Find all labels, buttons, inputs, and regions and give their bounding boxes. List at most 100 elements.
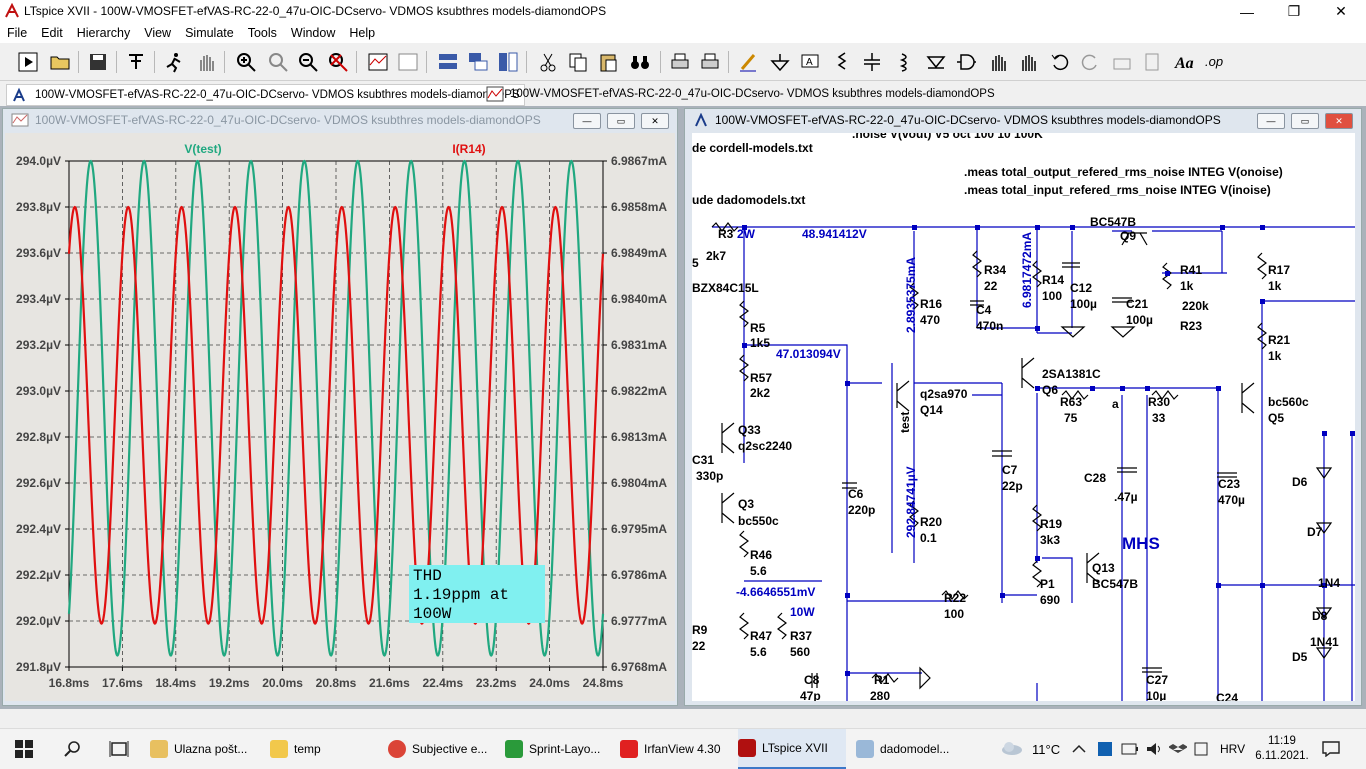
cascade-icon[interactable]: [464, 48, 492, 76]
rotate-icon[interactable]: [1108, 48, 1136, 76]
zoom-fit-icon[interactable]: [324, 48, 352, 76]
zoom-in-icon[interactable]: [232, 48, 260, 76]
component-label: 75: [1064, 411, 1078, 425]
menu-help[interactable]: Help: [349, 26, 376, 40]
redo-icon[interactable]: [1076, 48, 1104, 76]
inductor-icon[interactable]: [890, 48, 918, 76]
weather-widget[interactable]: 11°C: [1000, 729, 1060, 769]
component-label: 470: [920, 313, 941, 327]
menu-window[interactable]: Window: [290, 26, 336, 40]
language-indicator[interactable]: HRV: [1220, 742, 1246, 756]
schematic-maximize-button[interactable]: ▭: [1291, 113, 1319, 129]
battery-icon[interactable]: [1121, 729, 1139, 769]
windows-start-icon[interactable]: [10, 729, 38, 769]
draw-wire-icon[interactable]: [734, 48, 762, 76]
schematic-icon: [11, 87, 27, 103]
zoom-out-icon[interactable]: [294, 48, 322, 76]
copy-icon[interactable]: [564, 48, 592, 76]
drag-hand-icon[interactable]: [1014, 48, 1042, 76]
diode-icon[interactable]: [922, 48, 950, 76]
component-label: R19: [1040, 517, 1063, 531]
task-view-icon[interactable]: [106, 729, 132, 769]
taskbar-item-3[interactable]: Sprint-Layo...: [505, 729, 605, 769]
tab-waveform[interactable]: 100W-VMOSFET-efVAS-RC-22-0_47u-OIC-DCser…: [482, 84, 999, 104]
tray-network-app-icon[interactable]: [1097, 729, 1113, 769]
plot-close-button[interactable]: ✕: [641, 113, 669, 129]
tile-vertical-icon[interactable]: [494, 48, 522, 76]
undo-icon[interactable]: [1046, 48, 1074, 76]
noise-directive-text: .noise V(vout) V5 oct 100 10 100K: [852, 133, 1043, 141]
x-tick-label: 16.8ms: [49, 676, 90, 690]
schematic-drawing[interactable]: [692, 133, 1355, 701]
resistor-icon[interactable]: [828, 48, 856, 76]
menu-view[interactable]: View: [144, 26, 172, 40]
move-hand-icon[interactable]: [984, 48, 1012, 76]
restore-button[interactable]: ❐: [1287, 3, 1301, 19]
schematic-minimize-button[interactable]: —: [1257, 113, 1285, 129]
taskbar-item-1[interactable]: temp: [270, 729, 360, 769]
cut-icon[interactable]: [534, 48, 562, 76]
print-preview-icon[interactable]: [696, 48, 724, 76]
minimize-button[interactable]: —: [1240, 3, 1254, 20]
mirror-icon[interactable]: [1138, 48, 1166, 76]
y-right-tick-label: 6.9795mA: [611, 522, 667, 536]
component-label: Q33: [738, 423, 761, 437]
paste-icon[interactable]: [594, 48, 622, 76]
halt-hand-icon[interactable]: [192, 48, 220, 76]
plot-minimize-button[interactable]: —: [573, 113, 601, 129]
taskbar-item-0[interactable]: Ulazna pošt...: [150, 729, 260, 769]
control-panel-icon[interactable]: [122, 48, 150, 76]
menu-file[interactable]: File: [7, 26, 28, 40]
component-label: R16: [920, 297, 943, 311]
autorange-icon[interactable]: [364, 48, 392, 76]
spice-directive-icon[interactable]: .op: [1200, 48, 1228, 76]
schematic-icon: [693, 112, 709, 127]
y-left-tick-label: 293.6µV: [16, 246, 61, 260]
component-label: 0.1: [920, 531, 937, 545]
grid-icon[interactable]: [394, 48, 422, 76]
dropbox-icon[interactable]: [1169, 729, 1187, 769]
menu-tools[interactable]: Tools: [247, 26, 277, 40]
component-label: 47p: [800, 689, 821, 701]
tile-horizontal-icon[interactable]: [434, 48, 462, 76]
search-icon[interactable]: [60, 729, 84, 769]
component-label: C24: [1216, 691, 1239, 701]
text-icon[interactable]: Aa: [1170, 48, 1198, 76]
taskbar-item-4[interactable]: IrfanView 4.30: [620, 729, 730, 769]
open-folder-icon[interactable]: [46, 48, 74, 76]
menu-simulate[interactable]: Simulate: [185, 26, 234, 40]
component-label: q2sa970: [920, 387, 968, 401]
capacitor-icon[interactable]: [858, 48, 886, 76]
speaker-tray-icon[interactable]: [1193, 729, 1209, 769]
taskbar-item-6[interactable]: dadomodel...: [856, 729, 964, 769]
chevron-up-icon[interactable]: [1072, 729, 1086, 769]
component-label: R22: [944, 591, 967, 605]
component-label: 1k5: [750, 336, 771, 350]
menu-hierarchy[interactable]: Hierarchy: [76, 26, 131, 40]
find-binoculars-icon[interactable]: [626, 48, 654, 76]
print-icon[interactable]: [666, 48, 694, 76]
clock[interactable]: 11:19 6.11.2021.: [1255, 735, 1309, 762]
component-label: 220k: [1182, 299, 1209, 313]
volume-icon[interactable]: [1145, 729, 1163, 769]
run-man-icon[interactable]: [160, 48, 188, 76]
close-button[interactable]: ✕: [1335, 3, 1347, 19]
schematic-close-button[interactable]: ✕: [1325, 113, 1353, 129]
save-icon[interactable]: [84, 48, 112, 76]
taskbar-item-5[interactable]: LTspice XVII: [738, 729, 846, 769]
y-left-tick-label: 292.2µV: [16, 568, 61, 582]
x-tick-label: 17.6ms: [102, 676, 143, 690]
pan-icon[interactable]: [264, 48, 292, 76]
net-label-icon[interactable]: A: [796, 48, 824, 76]
plot-maximize-button[interactable]: ▭: [607, 113, 635, 129]
run-icon[interactable]: [14, 48, 42, 76]
taskbar-item-2[interactable]: Subjective e...: [388, 729, 493, 769]
ground-icon[interactable]: [766, 48, 794, 76]
component-icon[interactable]: [952, 48, 980, 76]
menu-edit[interactable]: Edit: [41, 26, 63, 40]
notifications-icon[interactable]: [1322, 729, 1340, 769]
tab-schematic[interactable]: 100W-VMOSFET-efVAS-RC-22-0_47u-OIC-DCser…: [6, 84, 525, 106]
